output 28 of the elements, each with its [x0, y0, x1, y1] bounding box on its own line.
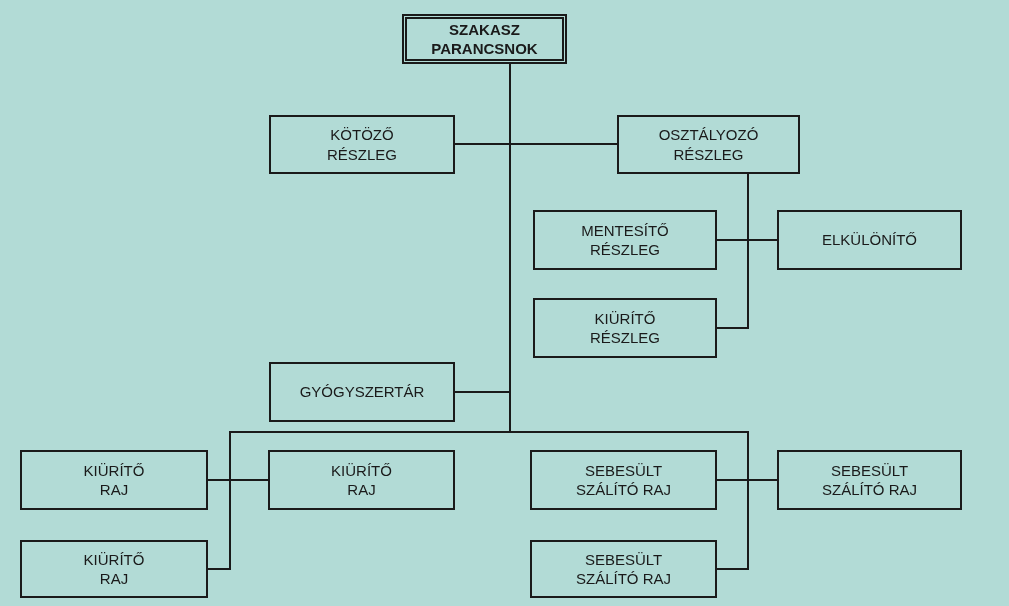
- unit-label: KIÜRÍTŐ RAJ: [82, 460, 146, 500]
- unit-label: SEBESÜLT SZÁLÍTÓ RAJ: [575, 549, 672, 589]
- unit-box: [20, 450, 208, 510]
- commander-box: [402, 14, 567, 64]
- unit-label: GYÓGYSZERTÁR: [299, 382, 425, 402]
- unit-label: SZAKASZ PARANCSNOK: [430, 19, 539, 59]
- unit-box: [269, 115, 455, 174]
- unit-box: [617, 115, 800, 174]
- unit-label: SEBESÜLT SZÁLÍTÓ RAJ: [821, 460, 918, 500]
- unit-label: KIÜRÍTŐ RAJ: [82, 549, 146, 589]
- unit-box: [533, 210, 717, 270]
- unit-label: KIÜRÍTŐ RAJ: [330, 460, 393, 500]
- unit-box: [268, 450, 455, 510]
- unit-label: ELKÜLÖNÍTŐ: [822, 230, 917, 250]
- unit-box: [530, 540, 717, 598]
- unit-box: [530, 450, 717, 510]
- unit-box: [777, 210, 962, 270]
- unit-label: KÖTÖZŐ RÉSZLEG: [326, 125, 398, 164]
- unit-box: [533, 298, 717, 358]
- connector-line: [716, 173, 749, 329]
- unit-box: [20, 540, 208, 598]
- unit-label: KIÜRÍTŐ RÉSZLEG: [589, 308, 661, 348]
- connector-line: [509, 63, 749, 570]
- unit-label: MENTESÍTŐ RÉSZLEG: [580, 220, 670, 260]
- unit-box: [777, 450, 962, 510]
- unit-label: SEBESÜLT SZÁLÍTÓ RAJ: [575, 460, 672, 500]
- unit-label: OSZTÁLYOZÓ RÉSZLEG: [657, 125, 760, 164]
- unit-box: [269, 362, 455, 422]
